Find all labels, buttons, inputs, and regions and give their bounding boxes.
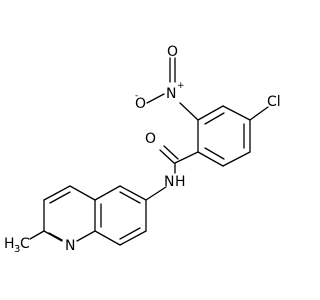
bond bbox=[174, 151, 199, 164]
bond bbox=[119, 227, 141, 240]
bond bbox=[69, 185, 96, 201]
bond bbox=[29, 230, 45, 240]
bond bbox=[204, 112, 225, 125]
methyl-subscript: 3 bbox=[14, 244, 20, 255]
bond bbox=[76, 230, 96, 242]
bond bbox=[119, 230, 147, 246]
bond bbox=[146, 93, 165, 104]
structure-canvas: Cl N + O O - O N H N H 3 C bbox=[4, 44, 281, 255]
amide-hydrogen-label: H bbox=[175, 174, 186, 190]
bond bbox=[49, 191, 71, 204]
bond bbox=[197, 105, 224, 121]
bond bbox=[222, 151, 251, 167]
bond bbox=[119, 185, 147, 201]
nitro-nitrogen-charge: + bbox=[177, 81, 185, 91]
bond bbox=[48, 232, 63, 241]
bond bbox=[94, 230, 121, 246]
bond bbox=[249, 106, 269, 121]
bond bbox=[145, 186, 167, 201]
nitro-oxygen-top-label: O bbox=[167, 44, 178, 60]
nitro-oxygen-charge: - bbox=[135, 91, 138, 101]
chlorine-label: Cl bbox=[267, 94, 281, 110]
bond bbox=[159, 149, 175, 164]
bond bbox=[43, 230, 63, 242]
carbonyl-oxygen-label: O bbox=[145, 131, 156, 147]
bond bbox=[204, 147, 225, 160]
methyl-carbon-label: C bbox=[20, 236, 30, 252]
methyl-hydrogen-label: H bbox=[4, 236, 15, 252]
molecule-drawing: Cl N + O O - O N H N H 3 C bbox=[4, 44, 281, 255]
bond bbox=[222, 105, 251, 121]
nitro-oxygen-left-label: O bbox=[135, 96, 146, 112]
bond bbox=[119, 191, 141, 204]
bond bbox=[197, 151, 224, 167]
quinoline-nitrogen-label: N bbox=[65, 238, 75, 254]
bond bbox=[94, 185, 121, 201]
bond-layer bbox=[29, 57, 269, 246]
atom-labels: Cl N + O O - O N H N H 3 C bbox=[4, 44, 281, 255]
nitro-nitrogen-label: N bbox=[166, 86, 176, 102]
bond bbox=[163, 145, 179, 160]
bond bbox=[179, 102, 199, 121]
bond bbox=[43, 185, 71, 201]
amide-nitrogen-label: N bbox=[164, 174, 174, 190]
